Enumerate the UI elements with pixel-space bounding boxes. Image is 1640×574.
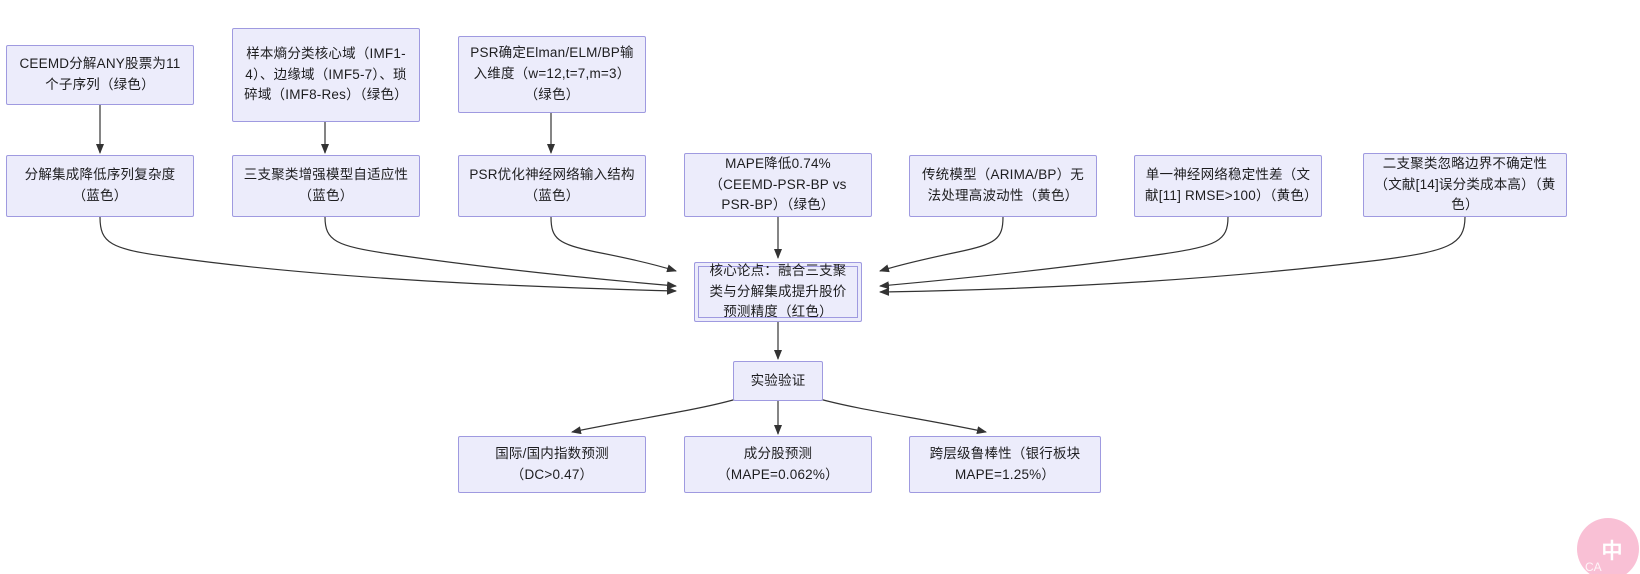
edge-n4-core (99, 216, 677, 295)
node-label: PSR确定Elman/ELM/BP输入维度（w=12,t=7,m=3）（绿色） (470, 45, 634, 102)
edge-validation-r1 (571, 397, 741, 435)
node-single-network-instability[interactable]: 单一神经网络稳定性差（文献[11] RMSE>100）（黄色） (1134, 155, 1322, 217)
node-core-thesis[interactable]: 核心论点：融合三支聚类与分解集成提升股价预测精度（红色） (694, 262, 862, 322)
node-ceemd-decomposition[interactable]: CEEMD分解ANY股票为11个子序列（绿色） (6, 45, 194, 105)
node-label: 分解集成降低序列复杂度（蓝色） (24, 167, 176, 203)
node-label: 核心论点：融合三支聚类与分解集成提升股价预测精度（红色） (709, 262, 847, 320)
node-label: 传统模型（ARIMA/BP）无法处理高波动性（黄色） (921, 167, 1084, 203)
node-three-way-clustering-adaptivity[interactable]: 三支聚类增强模型自适应性（蓝色） (232, 155, 420, 217)
node-label: 跨层级鲁棒性（银行板块MAPE=1.25%） (929, 445, 1081, 482)
node-result-constituent-stock-forecast[interactable]: 成分股预测（MAPE=0.062%） (684, 436, 872, 493)
node-label: CEEMD分解ANY股票为11个子序列（绿色） (19, 56, 181, 92)
node-result-index-forecast[interactable]: 国际/国内指数预测（DC>0.47） (458, 436, 646, 493)
watermark-badge: 中 CA (1577, 518, 1639, 574)
edge-n5-core (324, 216, 677, 290)
edge-validation-r3 (815, 397, 987, 435)
edge-n10-core (879, 216, 1466, 296)
node-label: PSR优化神经网络输入结构（蓝色） (469, 167, 635, 203)
node-result-cross-level-robustness[interactable]: 跨层级鲁棒性（银行板块MAPE=1.25%） (909, 436, 1101, 493)
node-label: MAPE降低0.74%（CEEMD-PSR-BP vs PSR-BP）（绿色） (709, 155, 847, 213)
node-traditional-model-limitation[interactable]: 传统模型（ARIMA/BP）无法处理高波动性（黄色） (909, 155, 1097, 217)
node-label: 国际/国内指数预测（DC>0.47） (495, 445, 609, 482)
edge-n6-core (550, 216, 677, 273)
node-label: 二支聚类忽略边界不确定性（文献[14]误分类成本高）（黄色） (1374, 155, 1556, 213)
watermark-subtext: CA (1585, 560, 1602, 574)
node-two-way-clustering-limitation[interactable]: 二支聚类忽略边界不确定性（文献[14]误分类成本高）（黄色） (1363, 153, 1567, 217)
node-mape-reduction[interactable]: MAPE降低0.74%（CEEMD-PSR-BP vs PSR-BP）（绿色） (684, 153, 872, 217)
node-label: 三支聚类增强模型自适应性（蓝色） (243, 167, 409, 203)
node-label: 单一神经网络稳定性差（文献[11] RMSE>100）（黄色） (1145, 167, 1318, 203)
edge-n8-core (879, 216, 1004, 273)
watermark-glyph: 中 (1601, 539, 1623, 563)
edge-n9-core (879, 216, 1229, 290)
node-experimental-validation[interactable]: 实验验证 (733, 361, 823, 401)
node-psr-optimizes-network-input[interactable]: PSR优化神经网络输入结构（蓝色） (458, 155, 646, 217)
node-label: 实验验证 (750, 372, 806, 388)
node-psr-input-dimension[interactable]: PSR确定Elman/ELM/BP输入维度（w=12,t=7,m=3）（绿色） (458, 36, 646, 113)
node-label: 成分股预测（MAPE=0.062%） (717, 445, 839, 482)
node-decomposition-reduces-complexity[interactable]: 分解集成降低序列复杂度（蓝色） (6, 155, 194, 217)
node-sample-entropy-classification[interactable]: 样本熵分类核心域（IMF1-4）、边缘域（IMF5-7）、琐碎域（IMF8-Re… (232, 28, 420, 122)
node-label: 样本熵分类核心域（IMF1-4）、边缘域（IMF5-7）、琐碎域（IMF8-Re… (244, 45, 408, 103)
